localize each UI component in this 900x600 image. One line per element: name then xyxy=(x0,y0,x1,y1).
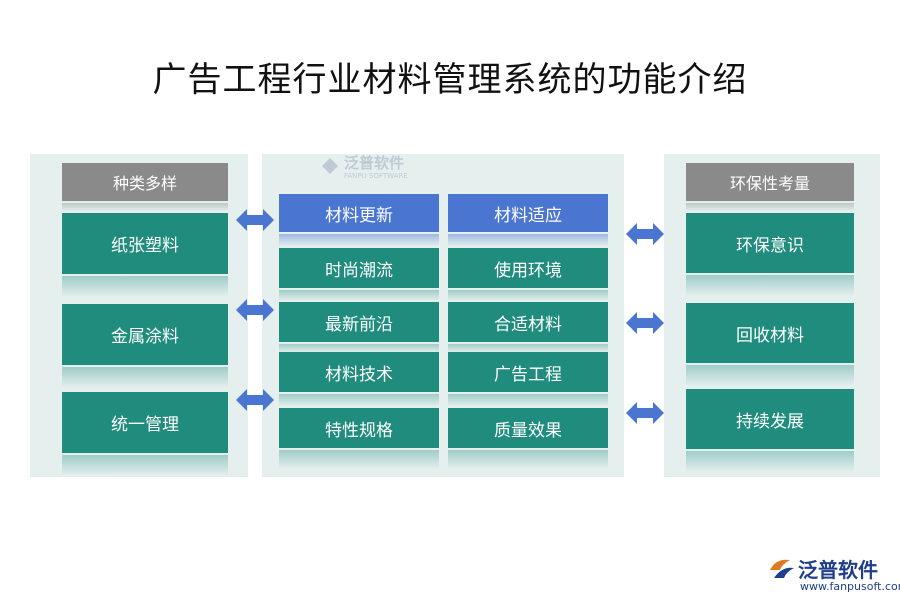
double-arrow-icon xyxy=(626,223,664,245)
middle-cell-3-1: 最新前沿 xyxy=(279,302,439,342)
right-item-1: 环保意识 xyxy=(686,213,854,273)
left-header-reflection xyxy=(62,203,228,211)
page-title: 广告工程行业材料管理系统的功能介绍 xyxy=(152,60,748,100)
left-item-1: 纸张塑料 xyxy=(62,213,228,274)
left-item-2-reflection xyxy=(62,367,228,387)
middle-cell-3-2: 合适材料 xyxy=(448,302,608,342)
middle-row-2-reflection-a xyxy=(279,290,439,300)
right-header-reflection xyxy=(686,203,854,211)
double-arrow-icon xyxy=(236,299,274,321)
left-item-2: 金属涂料 xyxy=(62,304,228,365)
watermark-name: 泛普软件 xyxy=(344,154,405,172)
middle-row-3-reflection-a xyxy=(279,344,439,352)
double-arrow-icon xyxy=(236,389,274,411)
right-item-2: 回收材料 xyxy=(686,303,854,363)
double-arrow-icon xyxy=(626,402,664,424)
brand-logo-icon xyxy=(770,559,794,578)
watermark: 泛普软件 FANPU SOFTWARE xyxy=(318,150,428,192)
left-item-3-reflection xyxy=(62,455,228,475)
brand-name: 泛普软件 xyxy=(798,558,878,582)
right-item-3-reflection xyxy=(686,451,854,471)
middle-row-5-reflection-a xyxy=(279,450,439,468)
middle-cell-4-2: 广告工程 xyxy=(448,352,608,392)
middle-cell-4-1: 材料技术 xyxy=(279,352,439,392)
middle-cell-2-2: 使用环境 xyxy=(448,248,608,288)
middle-cell-1-1: 材料更新 xyxy=(279,194,439,232)
middle-row-1-reflection-a xyxy=(279,234,439,246)
double-arrow-icon xyxy=(236,209,274,231)
watermark-logo-icon xyxy=(322,158,338,174)
middle-cell-1-2: 材料适应 xyxy=(448,194,608,232)
middle-row-3-reflection-b xyxy=(448,344,608,352)
left-item-3: 统一管理 xyxy=(62,392,228,453)
right-item-1-reflection xyxy=(686,275,854,295)
double-arrow-icon xyxy=(626,312,664,334)
middle-cell-5-2: 质量效果 xyxy=(448,408,608,448)
watermark-sub: FANPU SOFTWARE xyxy=(344,172,408,180)
right-header: 环保性考量 xyxy=(686,163,854,201)
left-header: 种类多样 xyxy=(62,163,228,201)
middle-row-4-reflection-b xyxy=(448,394,608,406)
right-item-2-reflection xyxy=(686,365,854,385)
right-item-3: 持续发展 xyxy=(686,389,854,449)
left-item-1-reflection xyxy=(62,276,228,296)
middle-row-2-reflection-b xyxy=(448,290,608,300)
middle-row-4-reflection-a xyxy=(279,394,439,406)
middle-cell-2-1: 时尚潮流 xyxy=(279,248,439,288)
brand-url: www.fanpusoft.com xyxy=(800,580,900,593)
middle-row-5-reflection-b xyxy=(448,450,608,468)
middle-cell-5-1: 特性规格 xyxy=(279,408,439,448)
brand-logo: 泛普软件 www.fanpusoft.com xyxy=(768,554,900,594)
middle-row-1-reflection-b xyxy=(448,234,608,246)
